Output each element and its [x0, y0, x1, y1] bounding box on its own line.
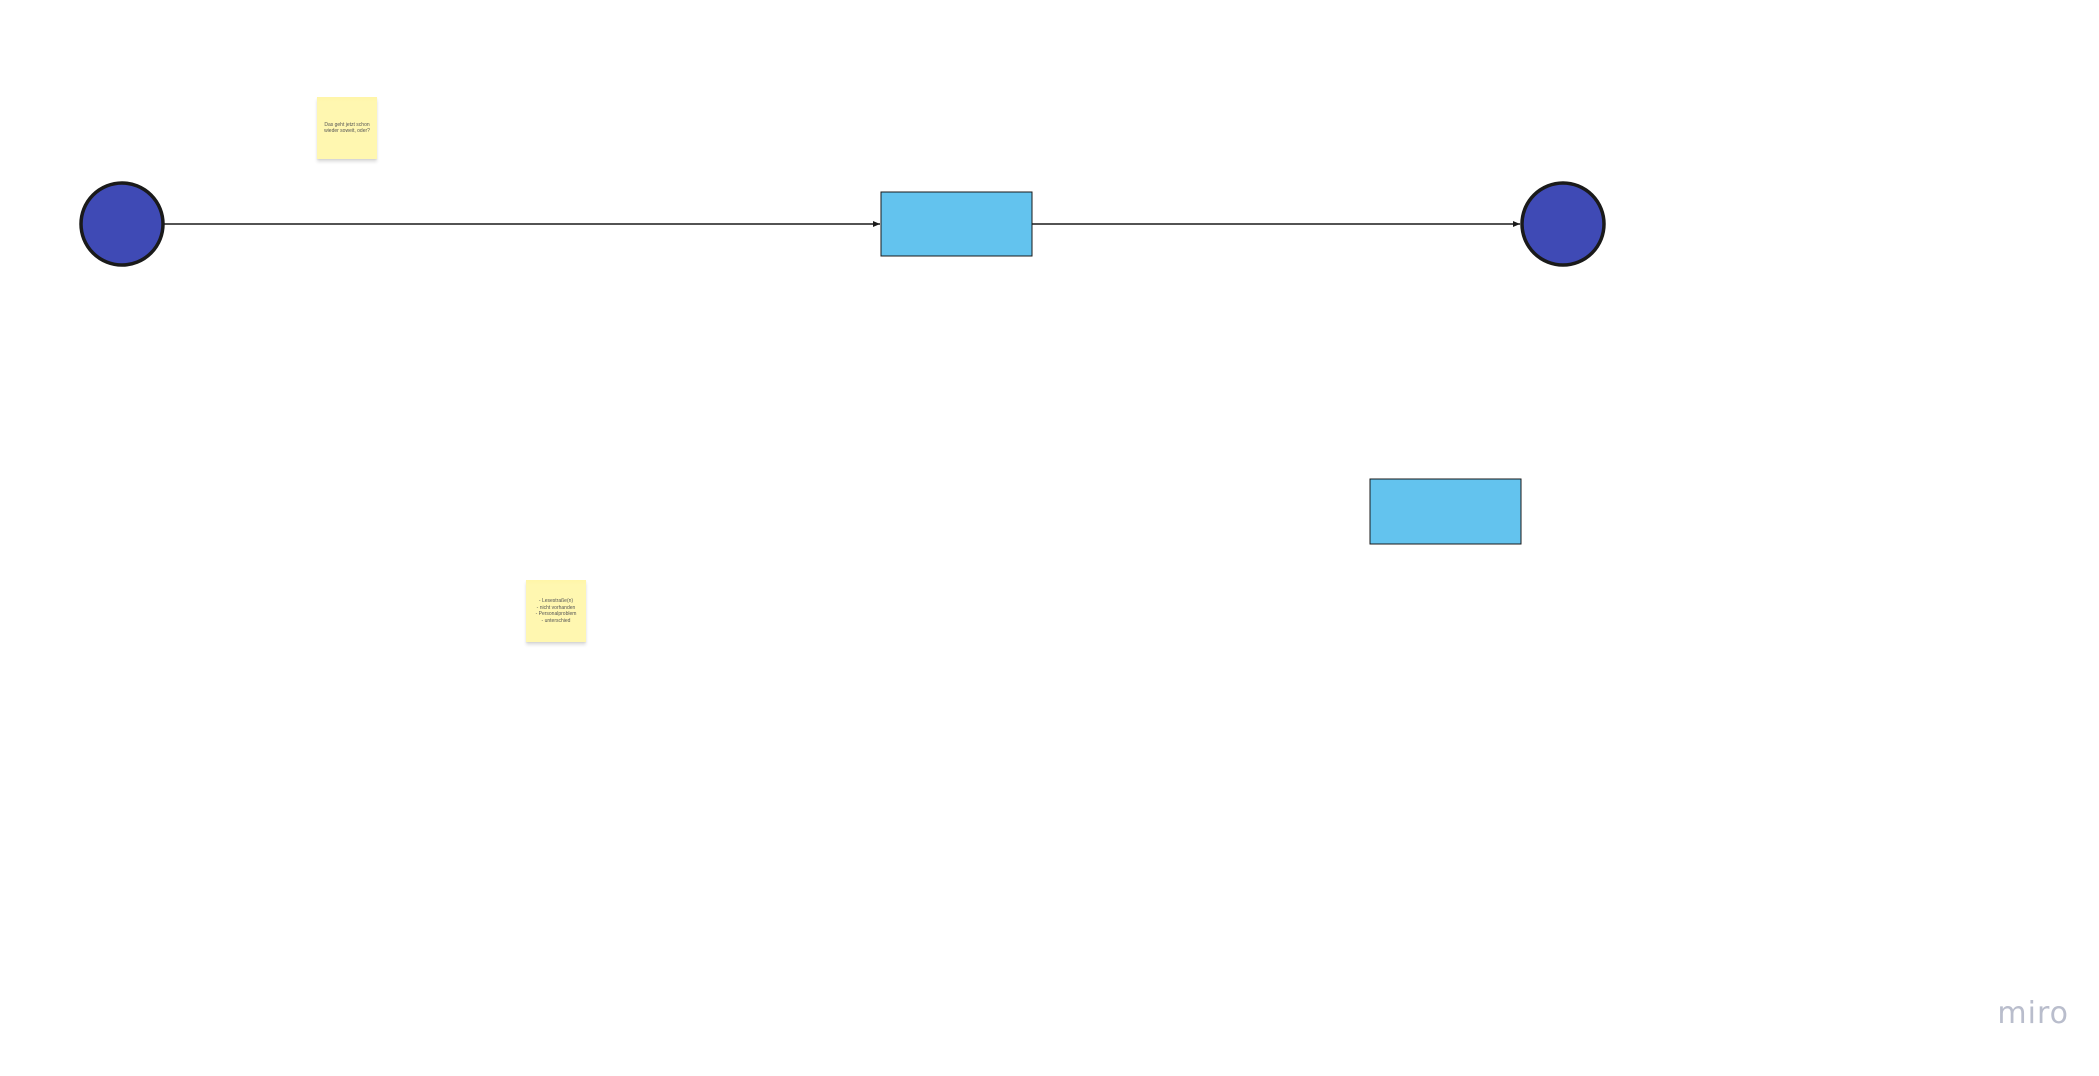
sticky-note[interactable]: Das geht jetzt schon wieder soweit, oder…: [317, 97, 377, 159]
end-node[interactable]: [1520, 181, 1606, 267]
sticky-note[interactable]: - Lesestraße(n) - nicht vorhanden - Pers…: [526, 580, 586, 642]
start-node[interactable]: [79, 181, 165, 267]
process-box-secondary[interactable]: [1369, 478, 1522, 545]
process-box[interactable]: [880, 191, 1033, 257]
miro-logo: miro: [1997, 996, 2069, 1031]
